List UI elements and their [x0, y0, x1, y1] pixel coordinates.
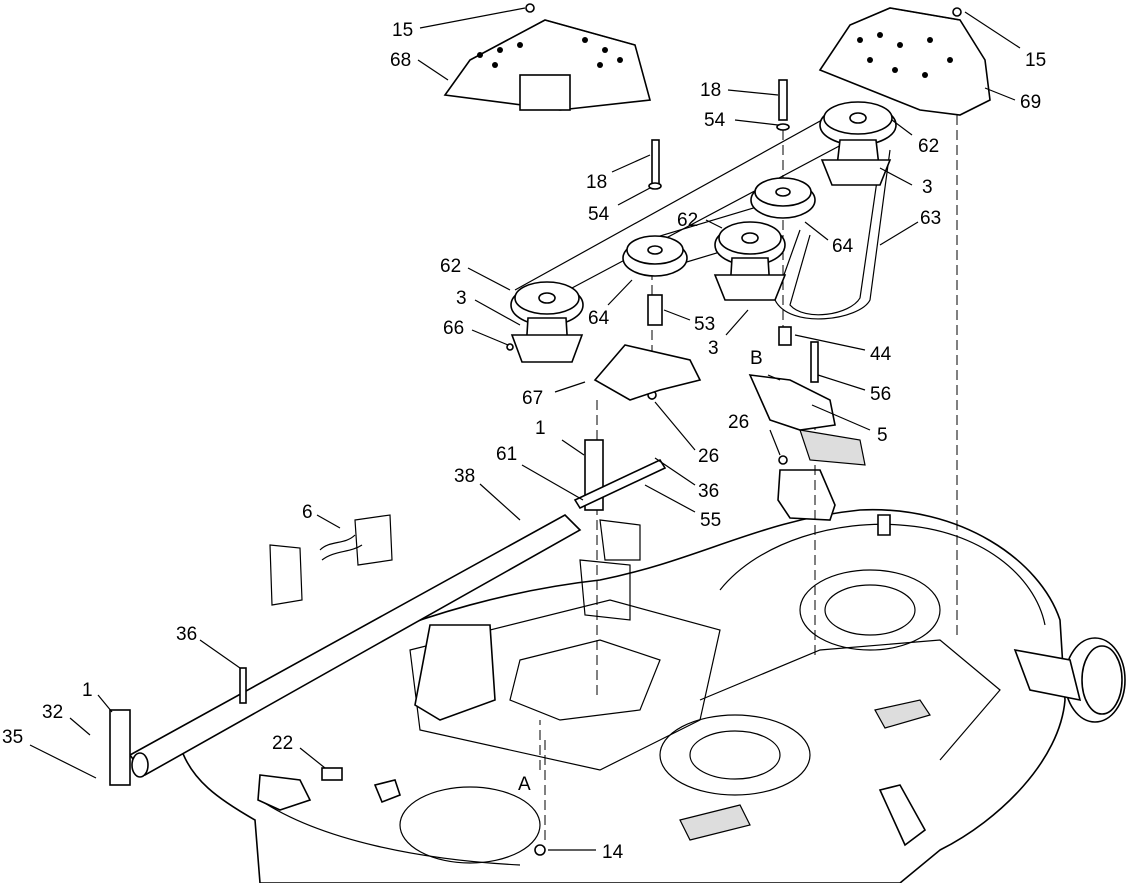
callout-68: 68 [390, 50, 411, 71]
belt-cover-left [443, 19, 652, 111]
callout-26-center: 26 [698, 446, 719, 467]
callout-62-center: 62 [677, 210, 698, 231]
bracket-5 [748, 374, 836, 431]
belt-cover-right [818, 7, 991, 116]
callout-61: 61 [496, 444, 517, 465]
callout-55: 55 [700, 510, 721, 531]
callout-53: 53 [694, 314, 715, 335]
callout-3-right: 3 [922, 177, 933, 198]
callout-5: 5 [877, 425, 888, 446]
callout-54-left: 54 [588, 204, 610, 225]
callout-18-right: 18 [700, 80, 721, 101]
callout-22: 22 [272, 733, 293, 754]
callout-B: B [750, 348, 763, 369]
callout-26-right: 26 [728, 412, 749, 433]
callout-66: 66 [443, 318, 464, 339]
callout-62-right: 62 [918, 136, 939, 157]
rod-55 [573, 458, 667, 510]
callout-32: 32 [42, 702, 63, 723]
anti-scalp-roller [128, 514, 582, 778]
callout-14: 14 [602, 842, 624, 863]
height-bracket-lower [109, 709, 131, 786]
callout-64-center: 64 [588, 308, 610, 329]
callout-54-right: 54 [704, 110, 726, 131]
bolt-15-right [952, 7, 962, 17]
callout-36-lower: 36 [176, 624, 197, 645]
hardware [506, 79, 819, 856]
spindle-center [713, 221, 787, 301]
callout-A: A [518, 774, 531, 795]
idler-pulley-center [622, 235, 688, 277]
callout-35: 35 [2, 727, 23, 748]
spring-assembly [269, 514, 393, 606]
idler-pulley-upper [750, 177, 816, 219]
callout-67: 67 [522, 388, 543, 409]
leader-lines [29, 7, 1021, 851]
spindle-right [819, 101, 897, 186]
plate-5 [799, 429, 866, 466]
callout-44: 44 [870, 344, 892, 365]
callout-69: 69 [1020, 92, 1041, 113]
callout-63: 63 [920, 208, 941, 229]
mower-deck [179, 469, 1126, 883]
callout-18-left: 18 [586, 172, 607, 193]
callout-6: 6 [302, 502, 313, 523]
callout-15-right: 15 [1025, 50, 1046, 71]
callout-3-center: 3 [708, 338, 719, 359]
callout-3-left: 3 [456, 288, 467, 309]
callout-64-right: 64 [832, 236, 854, 257]
callout-56: 56 [870, 384, 891, 405]
callout-38: 38 [454, 466, 475, 487]
callout-labels: 15 68 15 69 18 54 62 3 18 54 62 63 64 62… [2, 20, 1046, 863]
callout-15-left: 15 [392, 20, 413, 41]
bracket-67 [593, 344, 702, 401]
bolt-15-left [525, 3, 535, 13]
callout-62-left: 62 [440, 256, 461, 277]
callout-1-upper: 1 [535, 418, 546, 439]
drive-belts [514, 109, 891, 320]
bolt-22 [321, 767, 343, 781]
callout-1-lower: 1 [82, 680, 93, 701]
spindle-left [510, 281, 584, 363]
callout-36-upper: 36 [698, 481, 719, 502]
